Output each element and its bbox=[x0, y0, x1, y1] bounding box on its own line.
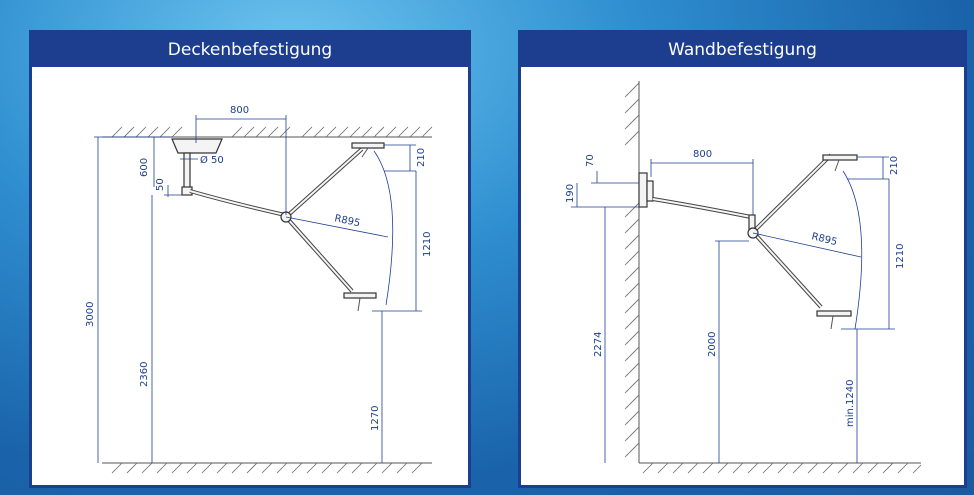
lower-lamp bbox=[343, 292, 377, 312]
wall-dim-1210: 1210 bbox=[895, 244, 906, 269]
ceiling-mount-diagram: 800 600 50 Ø 50 210 R895 1210 3000 2360 … bbox=[85, 105, 433, 474]
wall-dim-800: 800 bbox=[693, 149, 712, 160]
wall-dimension-lines bbox=[571, 156, 895, 463]
floor-hatch bbox=[102, 462, 432, 474]
ceiling-dim-1270: 1270 bbox=[370, 406, 381, 431]
ceiling-dim-800: 800 bbox=[230, 105, 249, 116]
wall-dim-r895: R895 bbox=[810, 231, 838, 248]
ceiling-dim-1210: 1210 bbox=[422, 232, 433, 257]
ceiling-dim-diameter: Ø 50 bbox=[200, 154, 224, 166]
dimension-lines bbox=[94, 115, 422, 463]
wall-arm bbox=[652, 153, 833, 309]
wall-dim-190: 190 bbox=[565, 184, 576, 203]
wall-mount-panel: Wandbefestigung bbox=[518, 30, 967, 488]
ceiling-mount-panel: Deckenbefestigung bbox=[29, 30, 471, 488]
wall-dim-210: 210 bbox=[889, 156, 900, 175]
wall-dim-70: 70 bbox=[585, 154, 596, 167]
ceiling-dim-600: 600 bbox=[139, 158, 150, 177]
ceiling-mount-title: Deckenbefestigung bbox=[32, 33, 468, 67]
ceiling-dim-210: 210 bbox=[416, 148, 427, 167]
ceiling-dim-50: 50 bbox=[155, 178, 166, 191]
wall-mount-diagram: 70 190 800 210 R895 1210 2274 2000 min.1… bbox=[565, 81, 922, 474]
wall-floor-hatch bbox=[639, 462, 922, 474]
wall-dim-min1240: min.1240 bbox=[845, 380, 856, 428]
wall-upper-lamp bbox=[822, 154, 858, 172]
wall-lower-lamp bbox=[816, 310, 852, 330]
wall-hatch bbox=[624, 81, 640, 463]
upper-lamp bbox=[351, 142, 385, 158]
ceiling-hatch bbox=[102, 126, 433, 138]
wall-mount-title: Wandbefestigung bbox=[521, 33, 964, 67]
wall-bracket bbox=[638, 172, 654, 208]
ceiling-dim-2360: 2360 bbox=[139, 362, 150, 387]
ceiling-dim-r895: R895 bbox=[333, 213, 361, 229]
wall-dim-2000: 2000 bbox=[707, 332, 718, 357]
ceiling-dim-3000: 3000 bbox=[85, 302, 96, 327]
wall-dim-2274: 2274 bbox=[593, 332, 604, 357]
ceiling-canopy bbox=[171, 138, 223, 196]
